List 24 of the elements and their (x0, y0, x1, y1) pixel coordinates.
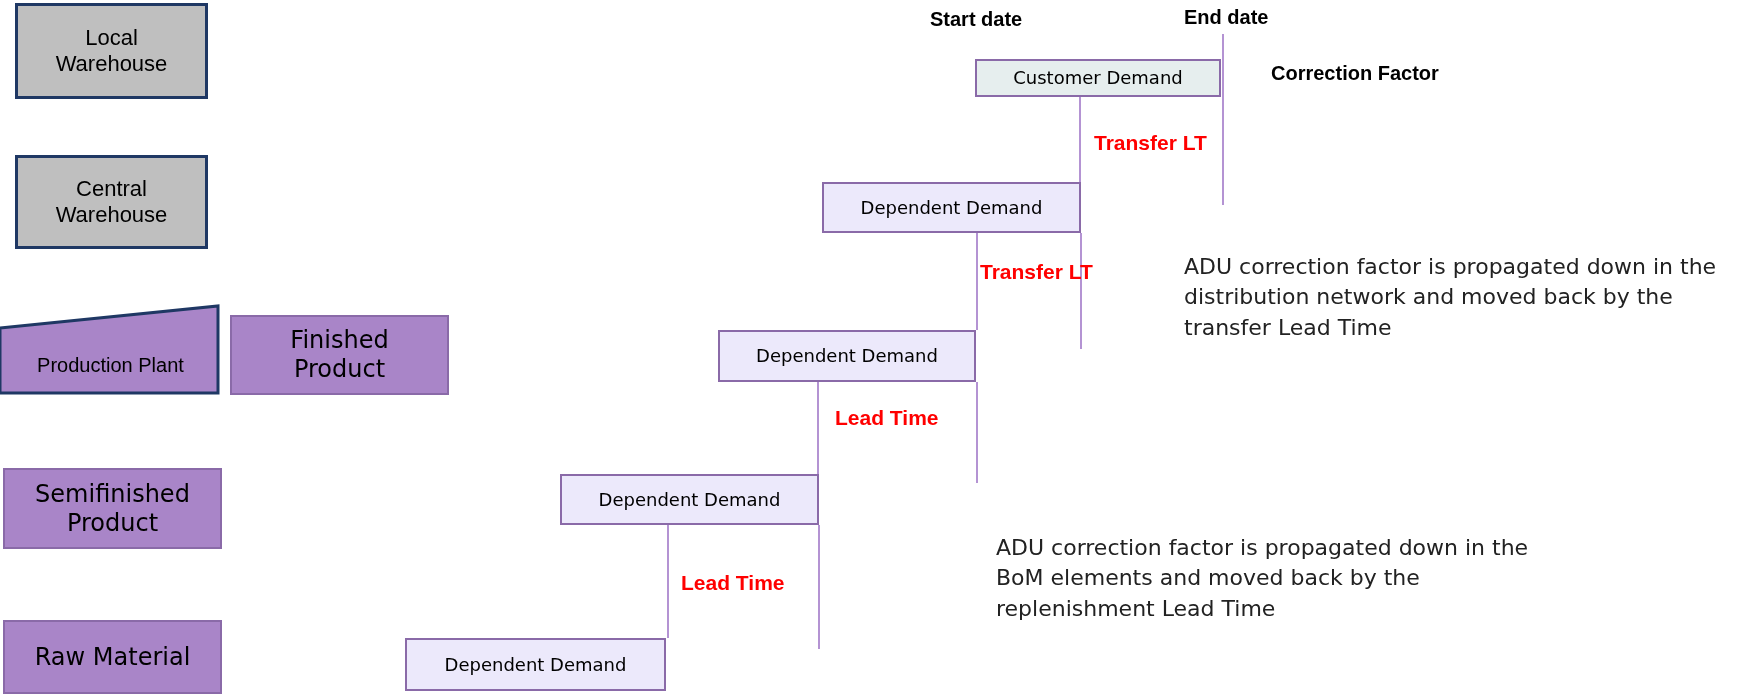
connector-line (976, 232, 978, 331)
location-box: Local Warehouse (15, 3, 208, 99)
demand-box: Dependent Demand (822, 182, 1081, 233)
demand-box: Customer Demand (975, 59, 1221, 97)
connector-line (1079, 96, 1081, 183)
demand-box: Dependent Demand (405, 638, 666, 691)
lead-time-label: Lead Time (681, 571, 785, 595)
date-label: Start date (930, 8, 1023, 31)
note-text: ADU correction factor is propagated down in the distribution network and moved back by the transfer Lead Time (1184, 253, 1718, 342)
column-label: Correction Factor (1271, 62, 1439, 85)
demand-box: Dependent Demand (718, 330, 976, 382)
connector-line (667, 524, 669, 639)
demand-box: Dependent Demand (560, 474, 819, 525)
connector-line (817, 381, 819, 475)
node-label: Production Plant (37, 353, 184, 377)
date-label: End date (1184, 6, 1269, 29)
location-box: Central Warehouse (15, 155, 208, 249)
note-text: ADU correction factor is propagated down in the BoM elements and moved back by the replenishment Lead Time (996, 534, 1530, 623)
product-box: Semifinished Product (3, 468, 222, 549)
product-box: Finished Product (230, 315, 449, 395)
lead-time-label: Transfer LT (1094, 131, 1207, 155)
lead-time-label: Lead Time (835, 406, 939, 430)
product-box: Raw Material (3, 620, 222, 694)
lead-time-label: Transfer LT (980, 260, 1093, 284)
